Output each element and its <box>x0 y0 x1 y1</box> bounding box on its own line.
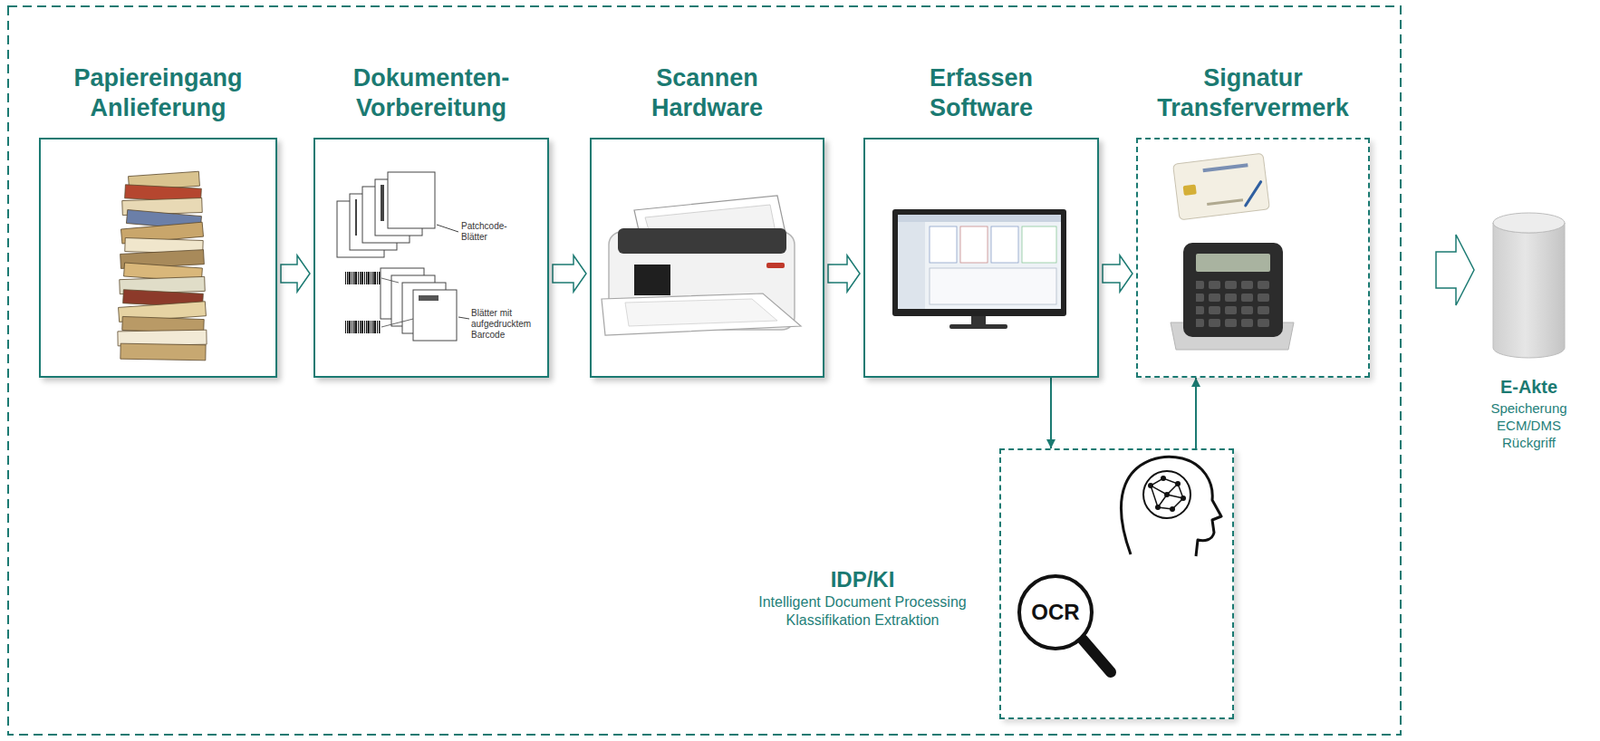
ocr-magnifier-picture <box>1082 639 1111 673</box>
flow-arrow <box>828 255 860 292</box>
ai-head-picture <box>1164 491 1170 498</box>
step-heading: Papiereingang Anlieferung <box>73 63 242 124</box>
outer-frame <box>8 6 1401 735</box>
barcode-sheets-picture <box>344 268 470 341</box>
card-reader-picture <box>1195 279 1271 330</box>
idp-box: IDP/KIIntelligent Document Processing Kl… <box>999 448 1234 720</box>
ai-head-picture <box>1147 482 1154 489</box>
monitor-picture <box>897 214 1061 222</box>
monitor-picture <box>1021 226 1057 263</box>
text-group: Erfassen Software <box>865 63 1098 124</box>
text-group: IDP/KIIntelligent Document Processing Kl… <box>749 566 976 630</box>
flow-arrow <box>1102 255 1133 292</box>
text-group: Signatur Transfervermerk <box>1137 63 1369 124</box>
ai-head-picture <box>1169 506 1176 512</box>
ai-head-picture <box>1160 475 1167 482</box>
scanner-picture <box>766 262 785 269</box>
card-reader-picture <box>1195 253 1271 272</box>
step-heading: Erfassen Software <box>929 63 1033 124</box>
patchcode-sheets-picture <box>436 224 459 232</box>
cylinder-shape <box>1492 212 1566 359</box>
signature-card-picture <box>1206 198 1244 206</box>
ai-head-picture <box>1155 504 1161 511</box>
barcode-sheets-picture <box>381 318 414 328</box>
monitor-picture <box>897 214 1061 309</box>
barcode-sheets-picture <box>418 295 439 301</box>
flow-arrow <box>1436 234 1475 306</box>
signature-card-picture <box>1173 153 1271 221</box>
cylinder-shape <box>1493 212 1565 233</box>
ai-head-picture <box>1150 478 1184 510</box>
text-group: E-AkteSpeicherung ECM/DMS Rückgriff <box>1452 375 1600 452</box>
scanner-picture <box>601 195 801 336</box>
monitor-picture <box>897 221 926 309</box>
card-reader-picture <box>1170 242 1294 350</box>
step-description: Speicherung ECM/DMS Rückgriff <box>1490 399 1567 452</box>
step-heading: E-Akte <box>1452 375 1600 400</box>
text-group: Dokumenten- Vorbereitung <box>315 63 548 124</box>
e-file-cylinder: E-AkteSpeicherung ECM/DMS Rückgriff <box>1492 212 1566 359</box>
text-group: Scannen Hardware <box>591 63 823 124</box>
patchcode-sheets-picture <box>387 172 435 229</box>
capture-box: Erfassen Software <box>863 137 1099 378</box>
monitor-picture <box>892 209 1067 317</box>
barcode-sheets-picture <box>458 317 470 319</box>
monitor-picture <box>949 324 1008 329</box>
callout-label: Blätter mit aufgedrucktem Barcode <box>471 308 540 341</box>
ai-head-picture <box>1180 495 1186 502</box>
data-arrow <box>1050 377 1052 449</box>
barcode-sheets-picture <box>381 278 399 283</box>
outer-frame <box>8 6 1401 735</box>
scan-box: Scannen Hardware <box>589 137 825 378</box>
flow-arrow <box>552 255 587 292</box>
step-description: Intelligent Document Processing Klassifi… <box>749 593 976 630</box>
scanner-picture <box>634 264 671 296</box>
monitor-picture <box>892 209 1067 329</box>
monitor-picture <box>991 226 1019 263</box>
cylinder-shape <box>1493 222 1565 358</box>
card-reader-picture <box>1183 242 1283 338</box>
step-heading: Scannen Hardware <box>651 63 763 124</box>
signature-card-picture <box>1173 153 1271 221</box>
barcode-sheets-picture <box>344 271 381 285</box>
paper-stack-picture <box>117 171 207 361</box>
ocr-magnifier-picture <box>1019 576 1092 649</box>
data-arrow <box>1195 377 1197 449</box>
preparation-box: Dokumenten- Vorbereitung <box>313 137 550 378</box>
step-heading: Signatur Transfervermerk <box>1156 63 1350 124</box>
text-group: Papiereingang Anlieferung <box>40 63 276 124</box>
step-heading: IDP/KI <box>749 566 976 594</box>
monitor-picture <box>929 226 957 263</box>
intake-box: Papiereingang Anlieferung <box>38 137 278 378</box>
signature-box: Signatur Transfervermerk <box>1136 137 1370 378</box>
patchcode-sheets-picture <box>337 172 459 258</box>
signature-card-picture <box>1243 182 1264 206</box>
ai-head-picture <box>1120 456 1222 557</box>
scanner-picture <box>617 228 787 254</box>
monitor-picture <box>960 226 988 263</box>
ai-head-picture <box>1143 471 1191 519</box>
signature-card-picture <box>1202 163 1248 173</box>
scanner-picture <box>625 298 778 327</box>
flow-arrow <box>280 255 310 292</box>
signature-card-picture <box>1173 153 1271 221</box>
monitor-picture <box>929 268 1057 305</box>
step-heading: Dokumenten- Vorbereitung <box>353 63 511 124</box>
barcode-sheets-picture <box>413 289 457 341</box>
scanner-picture <box>601 293 801 336</box>
callout-label: Patchcode- Blätter <box>461 221 508 243</box>
paper-stack-picture <box>120 343 206 361</box>
signature-card-picture <box>1183 183 1197 196</box>
ai-head-picture <box>1175 481 1181 487</box>
ai-head-picture <box>1120 456 1222 557</box>
icon-text: OCR <box>1019 599 1092 626</box>
monitor-picture <box>971 316 986 326</box>
ocr-magnifier-picture <box>1019 576 1111 673</box>
barcode-sheets-picture <box>344 320 381 334</box>
